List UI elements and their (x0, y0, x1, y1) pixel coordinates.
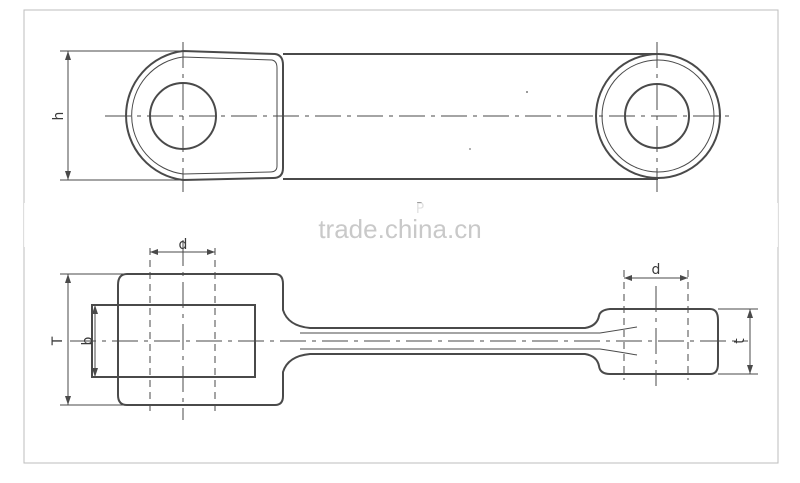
d-left-arrow-a (150, 249, 158, 255)
b-arrow-top (92, 305, 98, 314)
right-eye-outline (595, 53, 721, 179)
h-arrow-bottom (65, 171, 71, 180)
t-small-label: t (732, 338, 748, 344)
left-eye-inner-outline (131, 56, 278, 175)
t-big-label: T (50, 336, 66, 346)
d-left-label: d (179, 237, 188, 253)
side-view: d d T b t (50, 237, 758, 420)
watermark-band (24, 203, 778, 247)
tongue-taper-top (599, 326, 638, 334)
b-arrow-bottom (92, 368, 98, 377)
t-small-arrow-top (747, 309, 753, 318)
t-small-arrow-bottom (747, 365, 753, 374)
left-eye-outline (125, 49, 284, 182)
t-big-arrow-top (65, 274, 71, 283)
d-right-arrow-a (624, 275, 632, 281)
top-view: h P (51, 42, 730, 217)
speck (469, 148, 471, 150)
speck (526, 91, 528, 93)
d-right-arrow-b (680, 275, 688, 281)
b-label: b (80, 336, 96, 345)
watermark-text: trade.china.cn (318, 214, 481, 244)
link-side-outline (117, 273, 719, 406)
h-label: h (51, 112, 67, 121)
fork-slot (91, 304, 256, 378)
d-right-label: d (652, 262, 661, 278)
t-big-arrow-bottom (65, 396, 71, 405)
h-arrow-top (65, 51, 71, 60)
tongue-taper-bottom (599, 348, 638, 356)
d-left-arrow-b (207, 249, 215, 255)
